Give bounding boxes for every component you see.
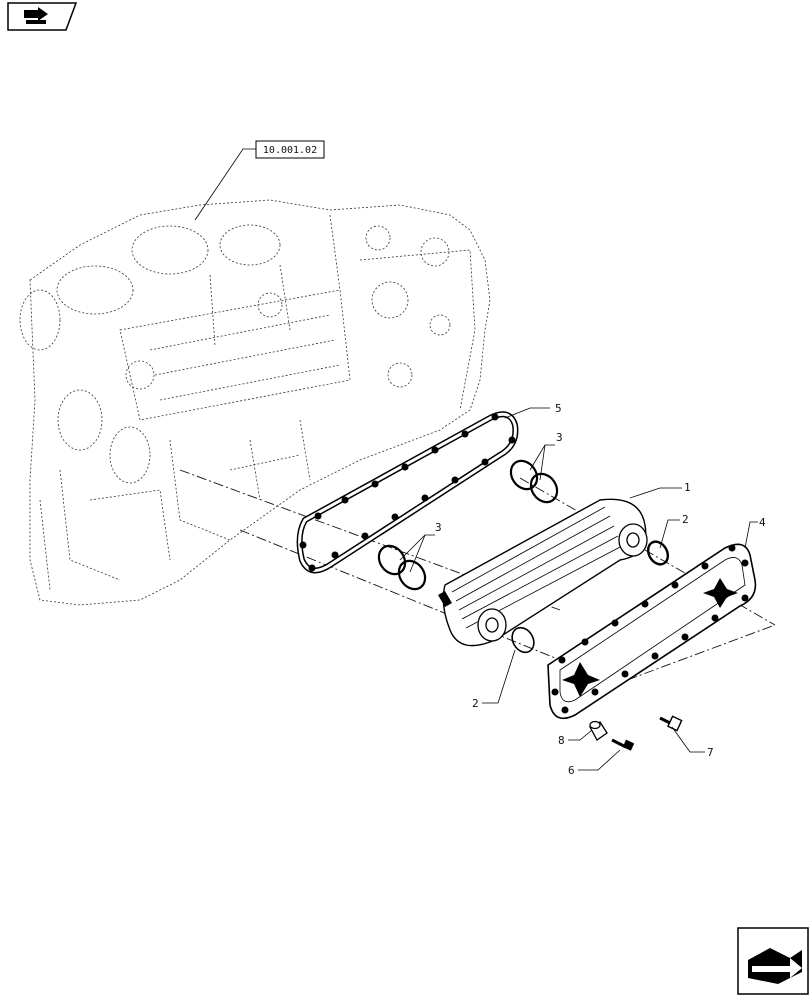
back-arrow-icon [24,7,48,24]
nav-prev-button[interactable] [7,2,78,31]
part-5-gasket [296,411,519,574]
part-4-cover [547,543,757,720]
part-2-o-ring-left [511,626,535,654]
reference-label: 10.001.02 [263,145,317,156]
part-1-oil-cooler [438,498,648,647]
reference-leader-line [194,148,256,221]
callout-7: 7 [707,746,714,759]
callout-3-upper: 3 [556,431,563,444]
part-2-o-ring-right [646,540,670,566]
part-7-bolt [659,715,683,732]
part-3-o-rings-lower [377,544,427,591]
engine-block [19,199,491,606]
callout-2-right: 2 [682,513,689,526]
part-3-o-rings-upper [509,459,559,504]
callout-2-left: 2 [472,697,479,710]
callout-5: 5 [555,402,562,415]
callout-8: 8 [558,734,565,747]
callout-4: 4 [759,516,766,529]
reference-box[interactable]: 10.001.02 [255,140,325,159]
callout-1: 1 [684,481,691,494]
part-6-screw [611,738,635,751]
callout-3-lower: 3 [435,521,442,534]
callout-leaders [399,407,758,771]
forward-arrow-icon [748,948,802,984]
part-8-plug [589,720,608,741]
nav-next-button[interactable] [737,927,809,995]
callout-6: 6 [568,764,575,777]
